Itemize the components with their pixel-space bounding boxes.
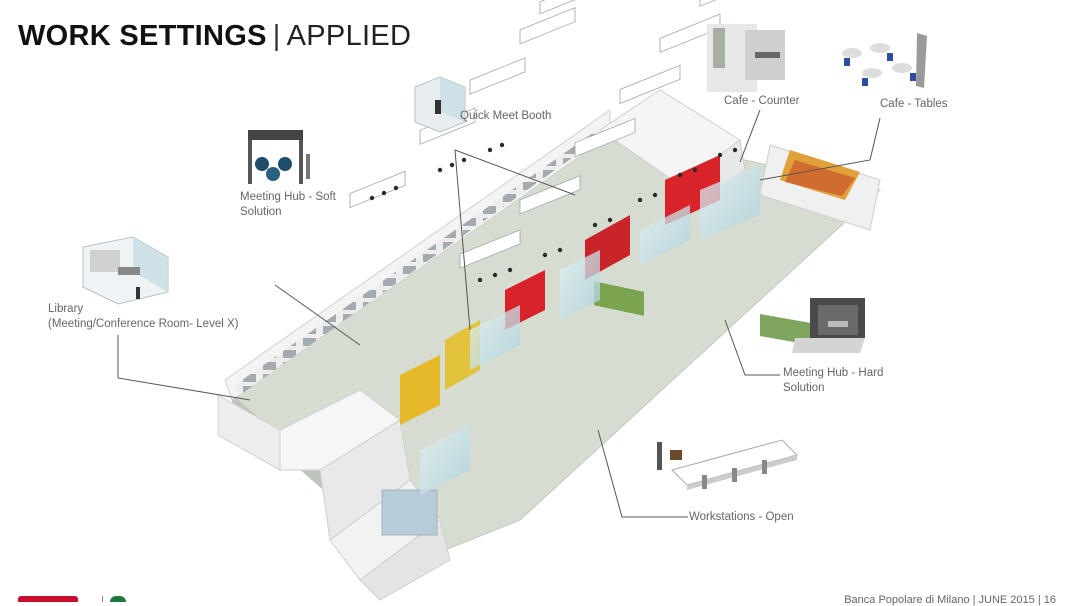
label-cafe-counter: Cafe - Counter [724,95,800,107]
entry-core-block [217,389,451,601]
title-light: APPLIED [286,20,412,52]
page-title: WORK SETTINGS|APPLIED [18,20,411,53]
chairs [369,142,738,283]
library-thumbnail [82,236,169,305]
label-quick-meet-booth: Quick Meet Booth [460,110,552,122]
green-wall-left [594,281,644,316]
label-library: Library (Meeting/Conference Room- Level … [48,302,238,332]
label-workstations-open: Workstations - Open [689,511,794,523]
glass-partitions [420,165,760,495]
label-meeting-hub-soft: Meeting Hub - Soft Solution [240,190,336,220]
footer-text: Banca Popolare di Milano | JUNE 2015 | 1… [844,594,1056,606]
label-meeting-hub-soft-line2: Solution [240,206,282,218]
label-meeting-hub-soft-line1: Meeting Hub - Soft [240,191,336,203]
label-cafe-tables: Cafe - Tables [880,98,948,110]
workstations-open-thumbnail [657,439,798,490]
label-library-line2: (Meeting/Conference Room- Level X) [48,318,239,330]
leader-lines [117,109,881,518]
label-library-line1: Library [48,303,84,315]
label-meeting-hub-hard-line2: Solution [783,382,825,394]
title-separator: | [272,20,281,52]
label-meeting-hub-hard: Meeting Hub - Hard Solution [783,366,883,396]
cafe-tables-thumbnail [842,33,927,88]
label-meeting-hub-hard-line1: Meeting Hub - Hard [783,367,884,379]
cafe-counter-thumbnail [707,24,785,92]
meeting-hub-soft-thumbnail [248,130,310,184]
company-logo [18,596,78,602]
meeting-hub-hard-thumbnail [792,298,865,353]
logo-divider [102,596,103,602]
client-logo [110,596,126,602]
quick-meet-booth-thumbnail [414,76,466,132]
title-bold: WORK SETTINGS [18,20,267,52]
